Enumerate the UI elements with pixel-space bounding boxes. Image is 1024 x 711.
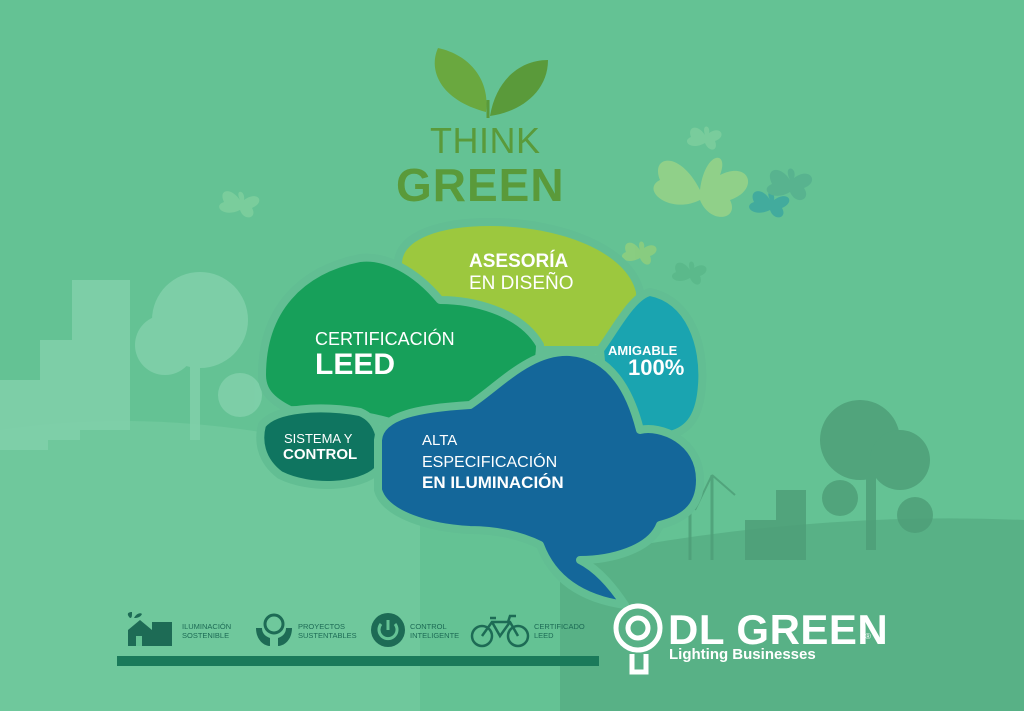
city-left-silhouette	[0, 272, 262, 450]
house-icon	[127, 612, 172, 646]
hands-bulb-icon	[256, 613, 292, 646]
alta-iluminacion: EN ILUMINACIÓN	[422, 473, 564, 492]
brain-diagram	[256, 218, 707, 609]
brand-name: DL GREEN	[668, 606, 889, 653]
certificacion-leed: LEED	[315, 348, 396, 381]
sistema-control: CONTROL	[283, 446, 358, 463]
sistema-title: SISTEMA Y	[284, 431, 353, 446]
bulb-logo-icon	[613, 603, 663, 675]
amigable-value: 100%	[628, 355, 685, 380]
asesoria-subtitle: EN DISEÑO	[469, 273, 574, 294]
alta-especificacion: ESPECIFICACIÓN	[422, 454, 558, 471]
amigable-title: AMIGABLE	[608, 343, 678, 358]
butterflies-icon	[219, 126, 813, 285]
headline-think: THINK	[430, 120, 541, 161]
legend-bar	[117, 656, 599, 666]
alta-title: ALTA	[422, 432, 458, 449]
registered-mark: ®	[865, 632, 871, 641]
city-right-silhouette	[688, 400, 933, 560]
asesoria-title: ASESORÍA	[469, 251, 569, 272]
headline-green: GREEN	[396, 159, 565, 211]
brand-tagline: Lighting Businesses	[669, 646, 816, 663]
leaf-logo-icon	[434, 48, 548, 118]
bicycle-icon	[470, 614, 530, 648]
power-icon	[371, 613, 405, 647]
certificacion-title: CERTIFICACIÓN	[315, 329, 455, 349]
brain-segment-alta	[374, 347, 704, 609]
